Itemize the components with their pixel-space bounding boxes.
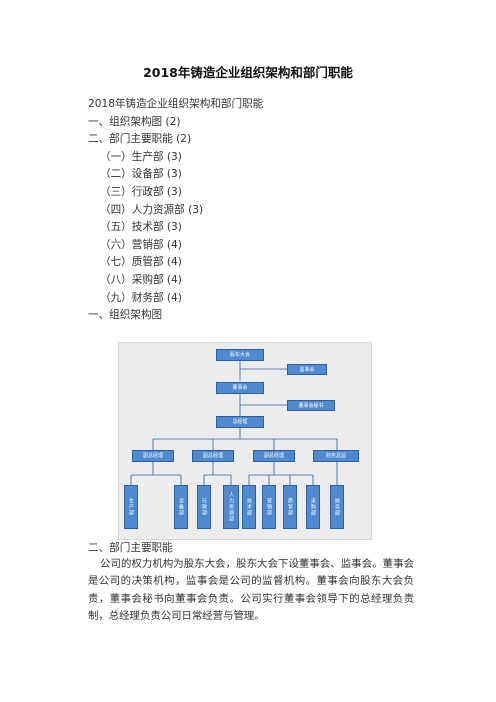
org-node-deputy: 副总经理 <box>192 450 234 462</box>
toc-item[interactable]: （六）营销部 (4) <box>100 238 182 251</box>
toc-item[interactable]: 二、部门主要职能 (2) <box>88 133 192 146</box>
org-node-department: 质管部 <box>283 485 297 529</box>
org-node-general-manager: 总经理 <box>216 416 264 428</box>
org-node-department: 采购部 <box>306 485 320 529</box>
org-node-department: 财务部 <box>330 485 344 529</box>
toc-item[interactable]: （一）生产部 (3) <box>100 150 182 163</box>
table-of-contents: 2018年铸造企业组织架构和部门职能 一、组织架构图 (2) 二、部门主要职能 (… <box>88 96 263 325</box>
toc-item[interactable]: （八）采购部 (4) <box>100 273 182 286</box>
org-node-shareholders: 股东大会 <box>216 349 264 361</box>
toc-heading: 2018年铸造企业组织架构和部门职能 <box>88 98 264 110</box>
org-node-deputy: 副总经理 <box>253 450 295 462</box>
org-node-department: 人力资源部 <box>223 485 239 529</box>
org-node-department: 营销部 <box>262 485 276 529</box>
toc-item[interactable]: （四）人力资源部 (3) <box>100 203 204 216</box>
org-node-department: 生产部 <box>124 485 138 529</box>
org-node-deputy: 副总经理 <box>132 450 174 462</box>
org-node-department: 设备部 <box>174 485 188 529</box>
org-node-finance-director: 财务总监 <box>313 450 359 462</box>
org-node-department: 行政部 <box>197 485 211 529</box>
org-node-board-secretary: 董事会秘书 <box>287 400 335 411</box>
org-node-supervisors: 监事会 <box>287 364 327 375</box>
org-chart-connectors <box>130 360 338 485</box>
toc-item[interactable]: （二）设备部 (3) <box>100 168 182 181</box>
paragraph-text: 公司的权力机构为股东大会，股东大会下设董事会、监事会。董事会是公司的决策机构，监… <box>88 558 414 623</box>
org-node-board: 董事会 <box>216 382 264 394</box>
toc-item[interactable]: （五）技术部 (3) <box>100 221 182 234</box>
toc-item[interactable]: 一、组织架构图 <box>88 309 163 322</box>
toc-item[interactable]: （九）财务部 (4) <box>100 291 182 304</box>
org-chart: 股东大会 监事会 董事会 董事会秘书 总经理 副总经理 副总经理 副总经理 财务… <box>118 342 372 540</box>
section-paragraph: 公司的权力机构为股东大会，股东大会下设董事会、监事会。董事会是公司的决策机构，监… <box>88 556 414 626</box>
org-node-department: 技术部 <box>242 485 256 529</box>
document-title: 2018年铸造企业组织架构和部门职能 <box>143 65 353 80</box>
section-title: 二、部门主要职能 <box>88 542 173 554</box>
toc-item[interactable]: （七）质管部 (4) <box>100 256 182 269</box>
toc-item[interactable]: （三）行政部 (3) <box>100 185 182 198</box>
toc-items: 一、组织架构图 (2) 二、部门主要职能 (2) （一）生产部 (3) （二）设备部 … <box>88 114 263 325</box>
toc-item[interactable]: 一、组织架构图 (2) <box>88 115 181 128</box>
